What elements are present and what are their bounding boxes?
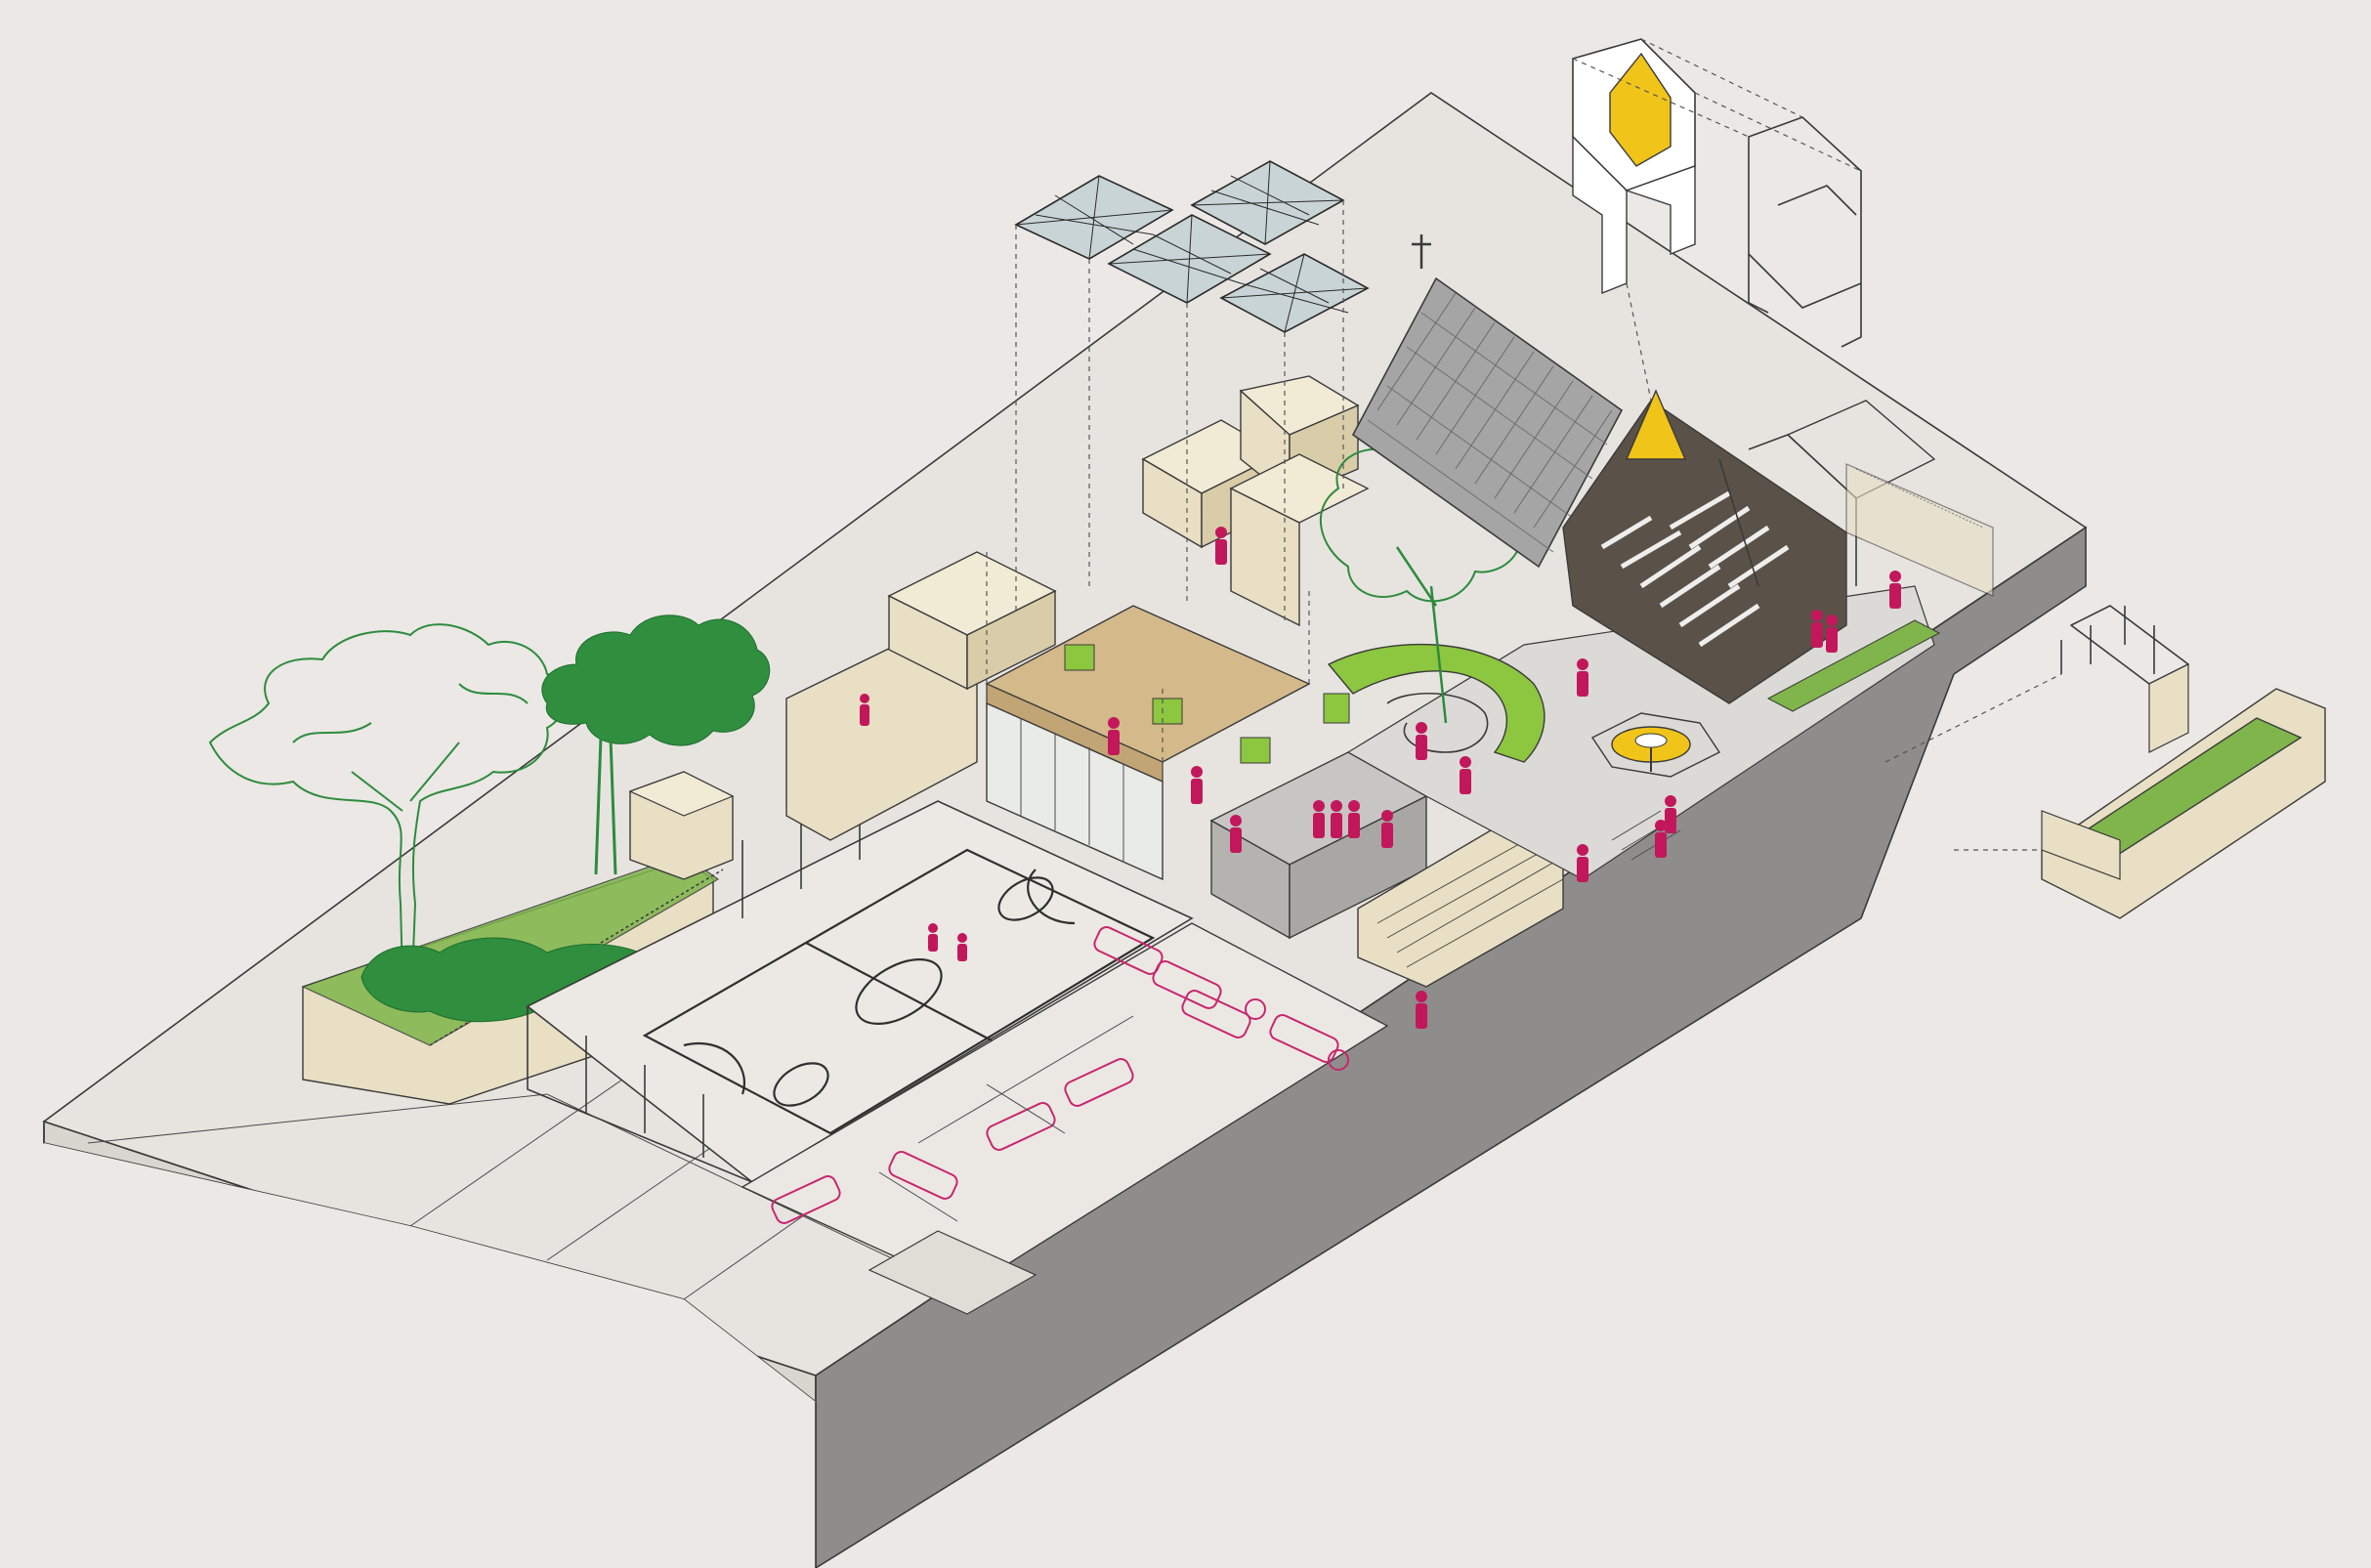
tree-icon [360, 614, 771, 1023]
curved-planter [1327, 643, 1545, 763]
main-building [785, 375, 1564, 988]
ground-side-face [815, 526, 2087, 1568]
sports-court [526, 782, 1194, 1183]
person-silhouette-icon [860, 527, 1901, 1029]
wheelchair-icon [1245, 998, 1349, 1071]
bell-tower-icon [1572, 38, 1862, 402]
ground-front-lower [44, 1143, 816, 1568]
parking-floor [741, 922, 1389, 1291]
tensile-canopy-icon [1014, 160, 1370, 625]
fountain-icon [1590, 712, 1721, 778]
glass-facade [986, 701, 1164, 881]
parking-area [741, 922, 1389, 1315]
pitched-roof-icon [1351, 234, 1624, 569]
car-outline-icon [771, 926, 1339, 1224]
church-nave [1351, 234, 1994, 712]
pool-annex [1884, 605, 2326, 919]
projection-lines [986, 547, 1310, 762]
basketball-court-icon [642, 848, 1156, 1135]
tree-icon [208, 623, 567, 978]
